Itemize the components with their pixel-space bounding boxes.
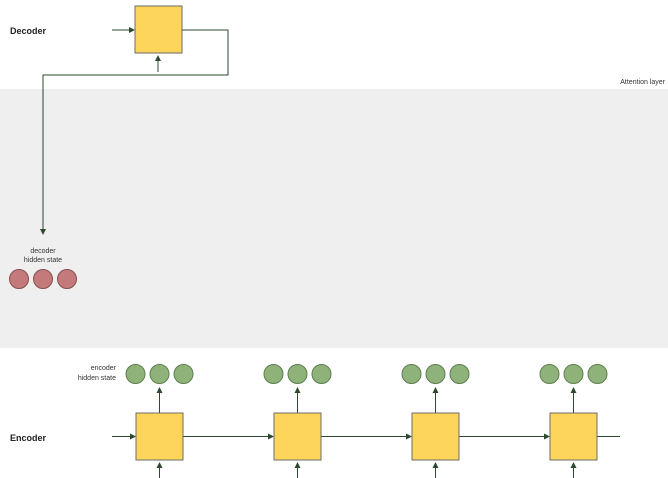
encoder-hidden-unit bbox=[125, 364, 146, 384]
encoder-cell bbox=[549, 412, 598, 461]
encoder-hidden-label-line2: hidden state bbox=[78, 375, 116, 382]
decoder-hidden-unit bbox=[57, 269, 77, 289]
encoder-hidden-unit bbox=[587, 364, 608, 384]
decoder-hidden-state bbox=[9, 269, 77, 289]
encoder-hidden-unit bbox=[425, 364, 446, 384]
encoder-hidden-unit bbox=[287, 364, 308, 384]
decoder-cell bbox=[134, 5, 183, 54]
decoder-hidden-state-arrow bbox=[40, 29, 229, 235]
encoder-group bbox=[112, 364, 620, 478]
encoder-hidden-unit bbox=[263, 364, 284, 384]
decoder-hidden-unit bbox=[33, 269, 53, 289]
decoder-hidden-label-line1: decoder bbox=[30, 248, 56, 255]
decoder-label: Decoder bbox=[10, 26, 47, 36]
encoder-cell bbox=[411, 412, 460, 461]
decoder-group bbox=[40, 5, 229, 235]
encoder-label: Encoder bbox=[10, 433, 47, 443]
decoder-hidden-label-line2: hidden state bbox=[24, 257, 62, 264]
encoder-cell bbox=[273, 412, 322, 461]
attention-layer-label: Attention layer bbox=[620, 79, 665, 86]
encoder-hidden-unit bbox=[149, 364, 170, 384]
encoder-hidden-unit bbox=[563, 364, 584, 384]
encoder-hidden-unit bbox=[173, 364, 194, 384]
attention-layer-band bbox=[0, 89, 668, 348]
encoder-hidden-unit bbox=[311, 364, 332, 384]
encoder-hidden-unit bbox=[539, 364, 560, 384]
encoder-cell bbox=[135, 412, 184, 461]
encoder-hidden-unit bbox=[401, 364, 422, 384]
decoder-hidden-unit bbox=[9, 269, 29, 289]
encoder-hidden-label-line1: encoder bbox=[91, 365, 117, 372]
encoder-hidden-unit bbox=[449, 364, 470, 384]
